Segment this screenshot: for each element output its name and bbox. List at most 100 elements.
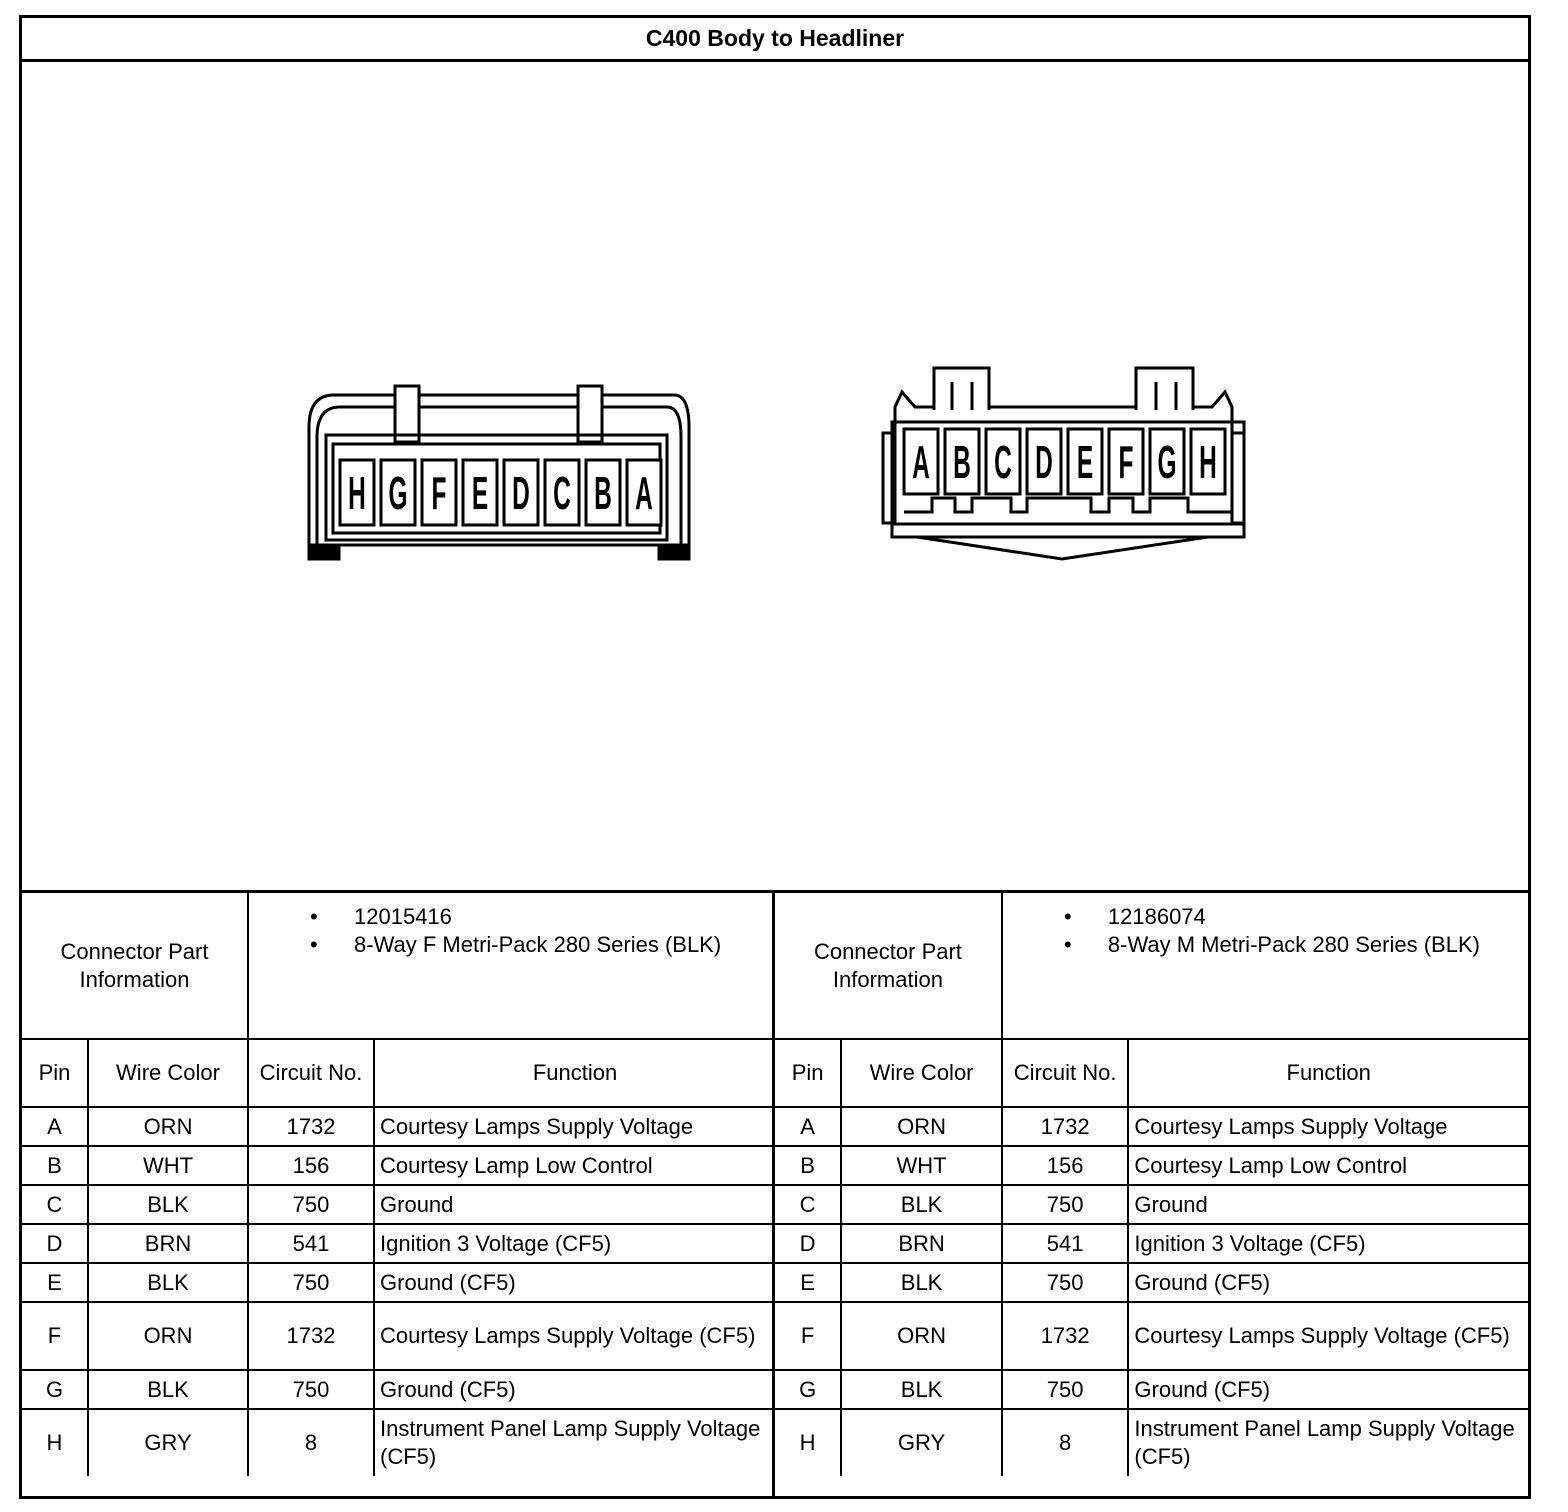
pin-letter: F bbox=[1119, 437, 1134, 488]
wire-color-cell: ORN bbox=[840, 1301, 1003, 1371]
part-description: 8-Way M Metri-Pack 280 Series (BLK) bbox=[1008, 931, 1523, 959]
circuit-cell: 541 bbox=[247, 1223, 376, 1264]
pin-letter: F bbox=[432, 468, 447, 519]
pin-letter: G bbox=[1157, 437, 1176, 488]
function-cell: Courtesy Lamps Supply Voltage (CF5) bbox=[1127, 1301, 1528, 1371]
circuit-no-header: Circuit No. bbox=[1000, 1038, 1130, 1108]
pin-cell: C bbox=[775, 1184, 843, 1225]
function-header: Function bbox=[1127, 1038, 1528, 1108]
pin-cell: B bbox=[22, 1145, 89, 1186]
circuit-cell: 1732 bbox=[1000, 1301, 1130, 1371]
connector-part-info-label: Connector Part Information bbox=[22, 893, 250, 1040]
pin-cell: E bbox=[775, 1262, 843, 1303]
pin-cavity bbox=[420, 458, 458, 527]
wire-color-cell: ORN bbox=[86, 1301, 250, 1371]
wire-color-cell: WHT bbox=[840, 1145, 1003, 1186]
pin-header: Pin bbox=[775, 1038, 843, 1108]
wire-color-cell: GRY bbox=[86, 1408, 250, 1476]
function-cell: Instrument Panel Lamp Supply Voltage (CF… bbox=[373, 1408, 776, 1476]
pin-letter: A bbox=[635, 468, 653, 519]
pin-letter: C bbox=[994, 437, 1012, 488]
function-cell: Ground (CF5) bbox=[1127, 1369, 1528, 1410]
circuit-cell: 156 bbox=[247, 1145, 376, 1186]
pin-letter: G bbox=[388, 468, 407, 519]
wire-color-cell: BLK bbox=[86, 1369, 250, 1410]
pin-letter: B bbox=[594, 468, 612, 519]
circuit-cell: 750 bbox=[1000, 1369, 1130, 1410]
circuit-cell: 1732 bbox=[247, 1301, 376, 1371]
pinout-table: Connector Part Information 12015416 8-Wa… bbox=[22, 893, 776, 1476]
pin-header: Pin bbox=[22, 1038, 89, 1108]
connector-table-right: Connector Part Information 12186074 8-Wa… bbox=[775, 893, 1528, 1499]
function-cell: Courtesy Lamp Low Control bbox=[373, 1145, 776, 1186]
pin-letter: H bbox=[1199, 437, 1217, 488]
pin-cavity bbox=[1025, 427, 1063, 496]
pinout-table: Connector Part Information 12186074 8-Wa… bbox=[775, 893, 1528, 1476]
wire-color-cell: BLK bbox=[840, 1184, 1003, 1225]
wire-color-cell: GRY bbox=[840, 1408, 1003, 1476]
pin-cell: C bbox=[22, 1184, 89, 1225]
circuit-no-header: Circuit No. bbox=[247, 1038, 376, 1108]
pin-cavity bbox=[1107, 427, 1145, 496]
function-cell: Courtesy Lamps Supply Voltage bbox=[1127, 1107, 1528, 1147]
function-cell: Courtesy Lamps Supply Voltage bbox=[373, 1107, 776, 1147]
circuit-cell: 1732 bbox=[247, 1107, 376, 1147]
function-cell: Ignition 3 Voltage (CF5) bbox=[1127, 1223, 1528, 1264]
pin-cell: F bbox=[22, 1301, 89, 1371]
pin-cell: G bbox=[775, 1369, 843, 1410]
wire-color-cell: BLK bbox=[86, 1184, 250, 1225]
pin-cavity bbox=[943, 427, 981, 496]
connector-part-info: 12015416 8-Way F Metri-Pack 280 Series (… bbox=[254, 903, 770, 959]
pin-cell: B bbox=[775, 1145, 843, 1186]
wire-color-cell: BRN bbox=[86, 1223, 250, 1264]
pin-cell: F bbox=[775, 1301, 843, 1371]
pin-cavity bbox=[461, 458, 499, 527]
circuit-cell: 750 bbox=[1000, 1262, 1130, 1303]
pin-letter: A bbox=[912, 437, 930, 488]
part-description: 8-Way F Metri-Pack 280 Series (BLK) bbox=[254, 931, 770, 959]
pin-cell: D bbox=[22, 1223, 89, 1264]
function-cell: Ground bbox=[1127, 1184, 1528, 1225]
part-number: 12015416 bbox=[254, 903, 770, 931]
circuit-cell: 156 bbox=[1000, 1145, 1130, 1186]
pin-cell: A bbox=[775, 1107, 843, 1147]
circuit-cell: 750 bbox=[247, 1184, 376, 1225]
pin-cell: D bbox=[775, 1223, 843, 1264]
pin-letter: D bbox=[1035, 437, 1053, 488]
pin-cavity bbox=[902, 427, 940, 496]
connector-part-info-label: Connector Part Information bbox=[775, 893, 1003, 1040]
pin-cavity bbox=[1066, 427, 1104, 496]
pin-cavity bbox=[625, 458, 663, 527]
circuit-cell: 750 bbox=[247, 1262, 376, 1303]
wire-color-cell: BLK bbox=[840, 1369, 1003, 1410]
circuit-cell: 541 bbox=[1000, 1223, 1130, 1264]
part-number: 12186074 bbox=[1008, 903, 1523, 931]
pin-cell: A bbox=[22, 1107, 89, 1147]
function-cell: Ground bbox=[373, 1184, 776, 1225]
pin-cell: G bbox=[22, 1369, 89, 1410]
pin-letter: C bbox=[553, 468, 571, 519]
wire-color-header: Wire Color bbox=[86, 1038, 250, 1108]
connector-part-info: 12186074 8-Way M Metri-Pack 280 Series (… bbox=[1008, 903, 1523, 959]
pin-letter: B bbox=[953, 437, 971, 488]
function-header: Function bbox=[373, 1038, 776, 1108]
function-cell: Courtesy Lamps Supply Voltage (CF5) bbox=[373, 1301, 776, 1371]
wire-color-header: Wire Color bbox=[840, 1038, 1003, 1108]
function-cell: Ground (CF5) bbox=[373, 1369, 776, 1410]
pin-letter: E bbox=[472, 468, 488, 519]
